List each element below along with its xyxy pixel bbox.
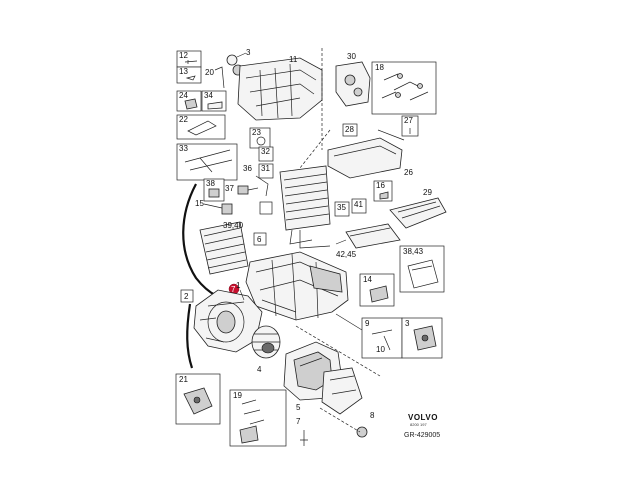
part-3-actuator-motor: 3 [401, 317, 443, 359]
main-hvac-housing [245, 251, 349, 321]
blower-fan-4: 4 [251, 325, 281, 374]
callout-20: 20 [205, 68, 214, 77]
callout-7-lower: 7 [296, 417, 301, 426]
inset-box-38: 38 [203, 178, 225, 202]
inset-box-22: 22 [176, 114, 226, 140]
volvo-logo: VOLVO 8200 197 [408, 413, 438, 427]
logo-text: VOLVO [408, 413, 438, 422]
callout-16: 16 [376, 181, 385, 190]
callout-30: 30 [347, 52, 356, 61]
callout-28: 28 [345, 125, 354, 134]
wiring-harness-lower [186, 303, 194, 369]
callout-27: 27 [404, 116, 413, 125]
part-1-blower-motor: 1 [236, 281, 245, 301]
inset-box-21: 21 [175, 373, 221, 425]
callout-14: 14 [363, 275, 372, 284]
callout-37: 37 [225, 184, 234, 193]
callout-5: 5 [296, 403, 301, 412]
callout-3-lower: 3 [405, 319, 410, 328]
intake-duct-8: 8 [321, 367, 375, 438]
part-3-clip: 3 [226, 48, 251, 66]
part-20-sensor: 20 [205, 64, 244, 89]
callout-2: 2 [184, 292, 189, 301]
cabin-air-filter: 39,40 [199, 221, 249, 275]
inset-box-31: 31 [258, 163, 274, 179]
inset-box-23: 23 [249, 127, 271, 149]
callout-34: 34 [204, 91, 213, 100]
callout-13: 13 [179, 67, 188, 76]
inset-box-35: 35 [334, 201, 350, 217]
callout-29: 29 [423, 188, 432, 197]
callout-11: 11 [289, 55, 298, 64]
callout-7: 7 [231, 285, 236, 294]
inset-box-2: 2 [180, 289, 194, 303]
part-30-actuator-assembly: 30 [335, 52, 371, 107]
heater-core-radiator [279, 165, 331, 249]
inset-box-34: 34 [201, 90, 227, 112]
callout-31: 31 [261, 164, 270, 173]
inset-box-28: 28 [342, 123, 358, 137]
part-15-sensor: 15 [195, 199, 233, 215]
blower-housing [193, 289, 263, 353]
callout-22: 22 [179, 115, 188, 124]
callout-6: 6 [257, 235, 262, 244]
callout-19: 19 [233, 391, 242, 400]
callout-4: 4 [257, 365, 262, 374]
callout-26: 26 [404, 168, 413, 177]
inset-box-14: 14 [359, 273, 395, 307]
callout-32: 32 [261, 147, 270, 156]
inset-box-32: 32 [258, 146, 274, 162]
inset-box-24: 24 [176, 90, 202, 112]
inset-box-9: 9 10 [361, 317, 403, 359]
callout-41: 41 [354, 200, 363, 209]
part-26-housing-lid: 26 [327, 129, 413, 179]
inset-box-10-upper [259, 201, 273, 215]
callout-33: 33 [179, 144, 188, 153]
inset-box-6: 6 [253, 232, 267, 246]
logo-subtext: 8200 197 [410, 422, 427, 427]
inset-box-41: 41 [351, 198, 367, 214]
callout-35: 35 [337, 203, 346, 212]
callout-42-45: 42,45 [336, 250, 357, 259]
callout-3: 3 [246, 48, 251, 57]
inset-box-38-43: 38,43 [399, 245, 445, 293]
callout-9: 9 [365, 319, 370, 328]
inset-box-33: 33 [176, 143, 238, 181]
callout-23: 23 [252, 128, 261, 137]
inset-box-12: 12 [176, 50, 202, 68]
evaporator-cover [335, 223, 401, 249]
part-7-screw: 7 [296, 417, 308, 446]
callout-1: 1 [236, 281, 241, 290]
inset-box-13: 13 [176, 66, 202, 84]
callout-39-40: 39,40 [223, 221, 244, 230]
inset-box-27: 27 [401, 115, 419, 137]
callout-21: 21 [179, 375, 188, 384]
callout-10: 10 [376, 345, 385, 354]
inset-box-19: 19 [229, 389, 287, 447]
part-29-flap-frame: 29 [389, 188, 447, 229]
callout-24: 24 [179, 91, 188, 100]
callout-15: 15 [195, 199, 204, 208]
callout-38-43: 38,43 [403, 247, 424, 256]
part-36-pipe-bracket: 36 [243, 164, 269, 197]
callout-12: 12 [179, 51, 188, 60]
part-37-connector: 37 [225, 184, 259, 195]
part-7-red-highlight: 7 [228, 283, 240, 295]
diagram-code: GR-429005 [404, 432, 440, 439]
upper-heater-casing: 11 [237, 55, 323, 121]
callout-36: 36 [243, 164, 252, 173]
callout-8: 8 [370, 411, 375, 420]
inset-box-16: 16 [373, 180, 393, 202]
callout-38: 38 [206, 179, 215, 188]
callout-18: 18 [375, 63, 384, 72]
inset-box-18: 18 [371, 61, 437, 115]
